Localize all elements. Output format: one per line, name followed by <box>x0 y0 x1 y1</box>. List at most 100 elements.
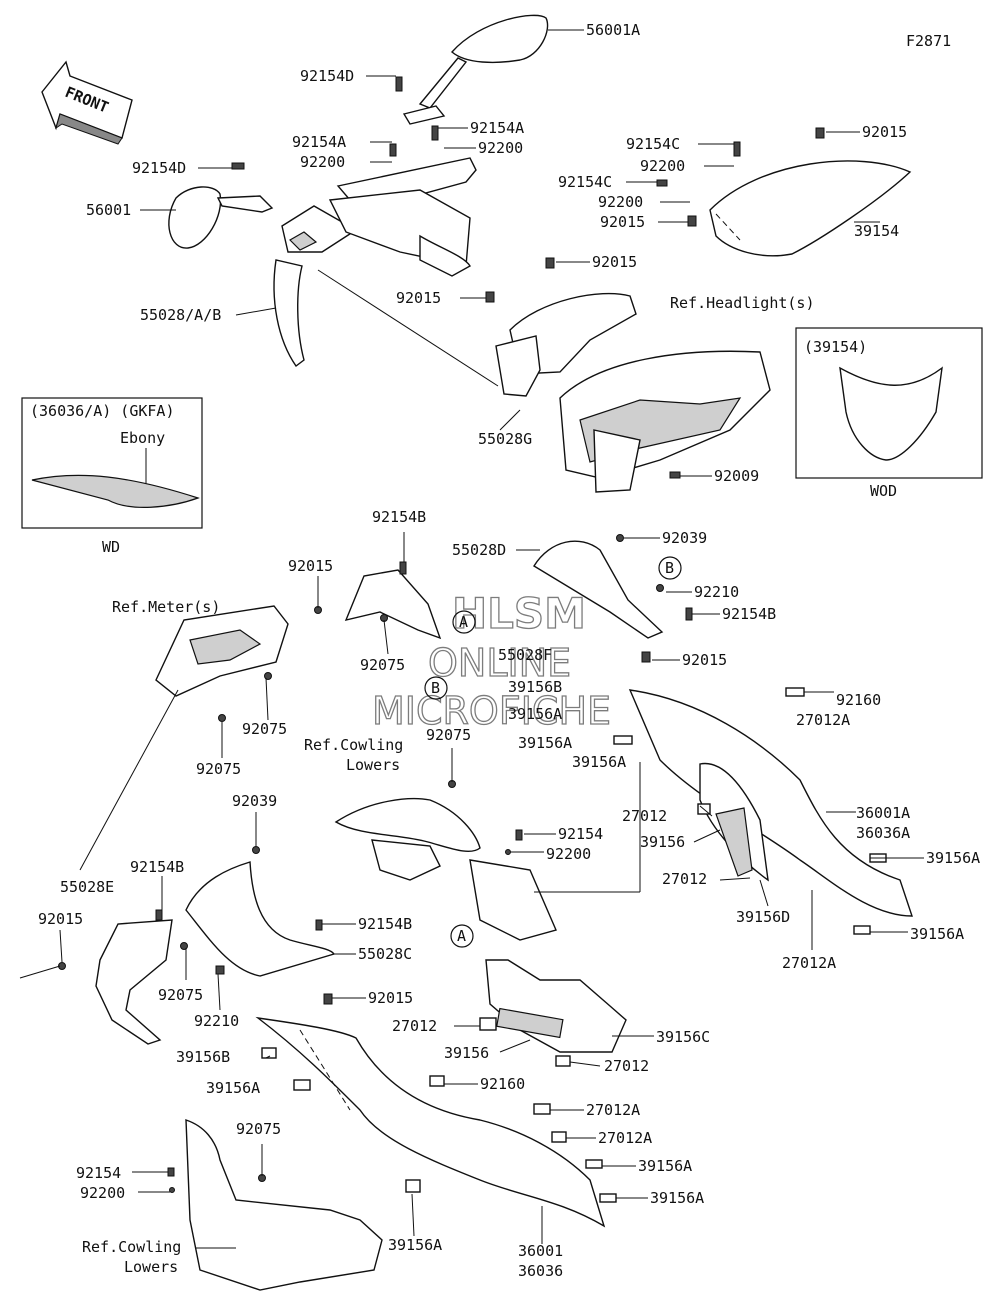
part-label: 39156D <box>736 908 790 926</box>
watermark: HLSM ONLINE MICROFICHE <box>371 588 611 733</box>
part-label: 92154C <box>626 135 680 153</box>
bracket-55028E <box>95 919 173 1045</box>
decal-set <box>261 687 887 1203</box>
svg-text:ONLINE: ONLINE <box>428 641 571 685</box>
part-label: 27012A <box>586 1101 640 1119</box>
part-label: 27012 <box>604 1057 649 1075</box>
callout-B-mid: B <box>431 679 440 697</box>
part-label: 92075 <box>426 726 471 744</box>
inset-wod: (39154) WOD <box>795 327 983 500</box>
part-label: 39156A <box>910 925 964 943</box>
upper-cowl-right <box>628 689 913 917</box>
part-label: 92154A <box>292 133 346 151</box>
part-label: 92154B <box>722 605 776 623</box>
part-label: 55028E <box>60 878 114 896</box>
part-label: 27012 <box>662 870 707 888</box>
part-label: 92200 <box>300 153 345 171</box>
part-label: 92039 <box>232 792 277 810</box>
windshield <box>709 160 912 257</box>
side-cover-55028D <box>533 540 664 639</box>
part-label: 92200 <box>478 139 523 157</box>
part-label: 39154 <box>854 222 899 240</box>
svg-text:(39154): (39154) <box>804 338 867 356</box>
part-label: 27012 <box>392 1017 437 1035</box>
part-label: 39156B <box>176 1048 230 1066</box>
part-labels: 56001A 92154D 92154A 92200 92154A 92200 … <box>38 21 980 1280</box>
ref-meter: Ref.Meter(s) <box>112 598 220 616</box>
part-label: 92075 <box>242 720 287 738</box>
part-label: 92075 <box>196 760 241 778</box>
part-label: 27012A <box>796 711 850 729</box>
part-label: 92154D <box>300 67 354 85</box>
part-label: 92015 <box>288 557 333 575</box>
part-label: 92009 <box>714 467 759 485</box>
part-label: 56001A <box>586 21 640 39</box>
part-label: 56001 <box>86 201 131 219</box>
part-label: 92039 <box>662 529 707 547</box>
part-label: 92154A <box>470 119 524 137</box>
leader-lines <box>19 29 924 1249</box>
part-label: 92075 <box>236 1120 281 1138</box>
inner-lower-cowl <box>185 1119 383 1291</box>
part-label: 27012A <box>598 1129 652 1147</box>
part-label: 92200 <box>80 1184 125 1202</box>
part-label: 39156 <box>640 833 685 851</box>
duct-left <box>273 259 305 367</box>
part-label: 92200 <box>598 193 643 211</box>
fastener-set <box>58 76 825 1193</box>
inner-cover-39156C <box>485 959 627 1053</box>
part-label: 92200 <box>546 845 591 863</box>
part-label: 92160 <box>836 691 881 709</box>
part-label: 27012A <box>782 954 836 972</box>
part-label: 92154B <box>358 915 412 933</box>
part-label: 39156A <box>508 705 562 723</box>
part-label: 36001 <box>518 1242 563 1260</box>
part-label: 92015 <box>600 213 645 231</box>
part-label: 92154B <box>130 858 184 876</box>
part-label: 92075 <box>158 986 203 1004</box>
svg-text:WD: WD <box>102 538 120 556</box>
part-label: 39156A <box>926 849 980 867</box>
svg-text:HLSM: HLSM <box>452 589 586 638</box>
inner-fairing-mid <box>334 797 557 941</box>
part-label: 55028F <box>498 646 552 664</box>
part-label: 36036 <box>518 1262 563 1280</box>
front-arrow-icon: FRONT <box>41 60 133 145</box>
part-label: 92015 <box>38 910 83 928</box>
ref-cowling-lowers-2b: Lowers <box>124 1258 178 1276</box>
upper-stay-bracket <box>281 157 477 277</box>
callout-circles: B B A A <box>424 556 682 948</box>
part-label: 55028C <box>358 945 412 963</box>
part-label: 39156A <box>650 1189 704 1207</box>
part-label: 39156C <box>656 1028 710 1046</box>
ref-cowling-lowers-2: Ref.Cowling <box>82 1238 181 1256</box>
svg-text:WOD: WOD <box>870 482 897 500</box>
part-label: 55028D <box>452 541 506 559</box>
ref-cowling-lowers-1b: Lowers <box>346 756 400 774</box>
side-panel-55028C <box>185 861 336 977</box>
part-label: 55028/A/B <box>140 306 221 324</box>
lower-cowl-main <box>255 1016 606 1228</box>
svg-text:MICROFICHE: MICROFICHE <box>372 689 611 733</box>
ref-cowling-lowers-1: Ref.Cowling <box>304 736 403 754</box>
part-label: 92154 <box>558 825 603 843</box>
part-label: 92154 <box>76 1164 121 1182</box>
part-label: 92210 <box>694 583 739 601</box>
part-label: 36001A <box>856 804 910 822</box>
part-label: 92160 <box>480 1075 525 1093</box>
svg-text:(36036/A) (GKFA): (36036/A) (GKFA) <box>30 402 175 420</box>
callout-A-low: A <box>457 927 466 945</box>
svg-text:Ebony: Ebony <box>120 429 165 447</box>
callout-B-top: B <box>665 559 674 577</box>
part-label: 39156A <box>638 1157 692 1175</box>
inner-duct <box>495 292 637 397</box>
part-label: 92200 <box>640 157 685 175</box>
figure-code: F2871 <box>906 32 951 50</box>
part-label: 92015 <box>396 289 441 307</box>
part-label: 92154C <box>558 173 612 191</box>
part-label: 39156A <box>518 734 572 752</box>
part-label: 55028G <box>478 430 532 448</box>
part-label: 36036A <box>856 824 910 842</box>
mirror-left <box>168 186 274 249</box>
